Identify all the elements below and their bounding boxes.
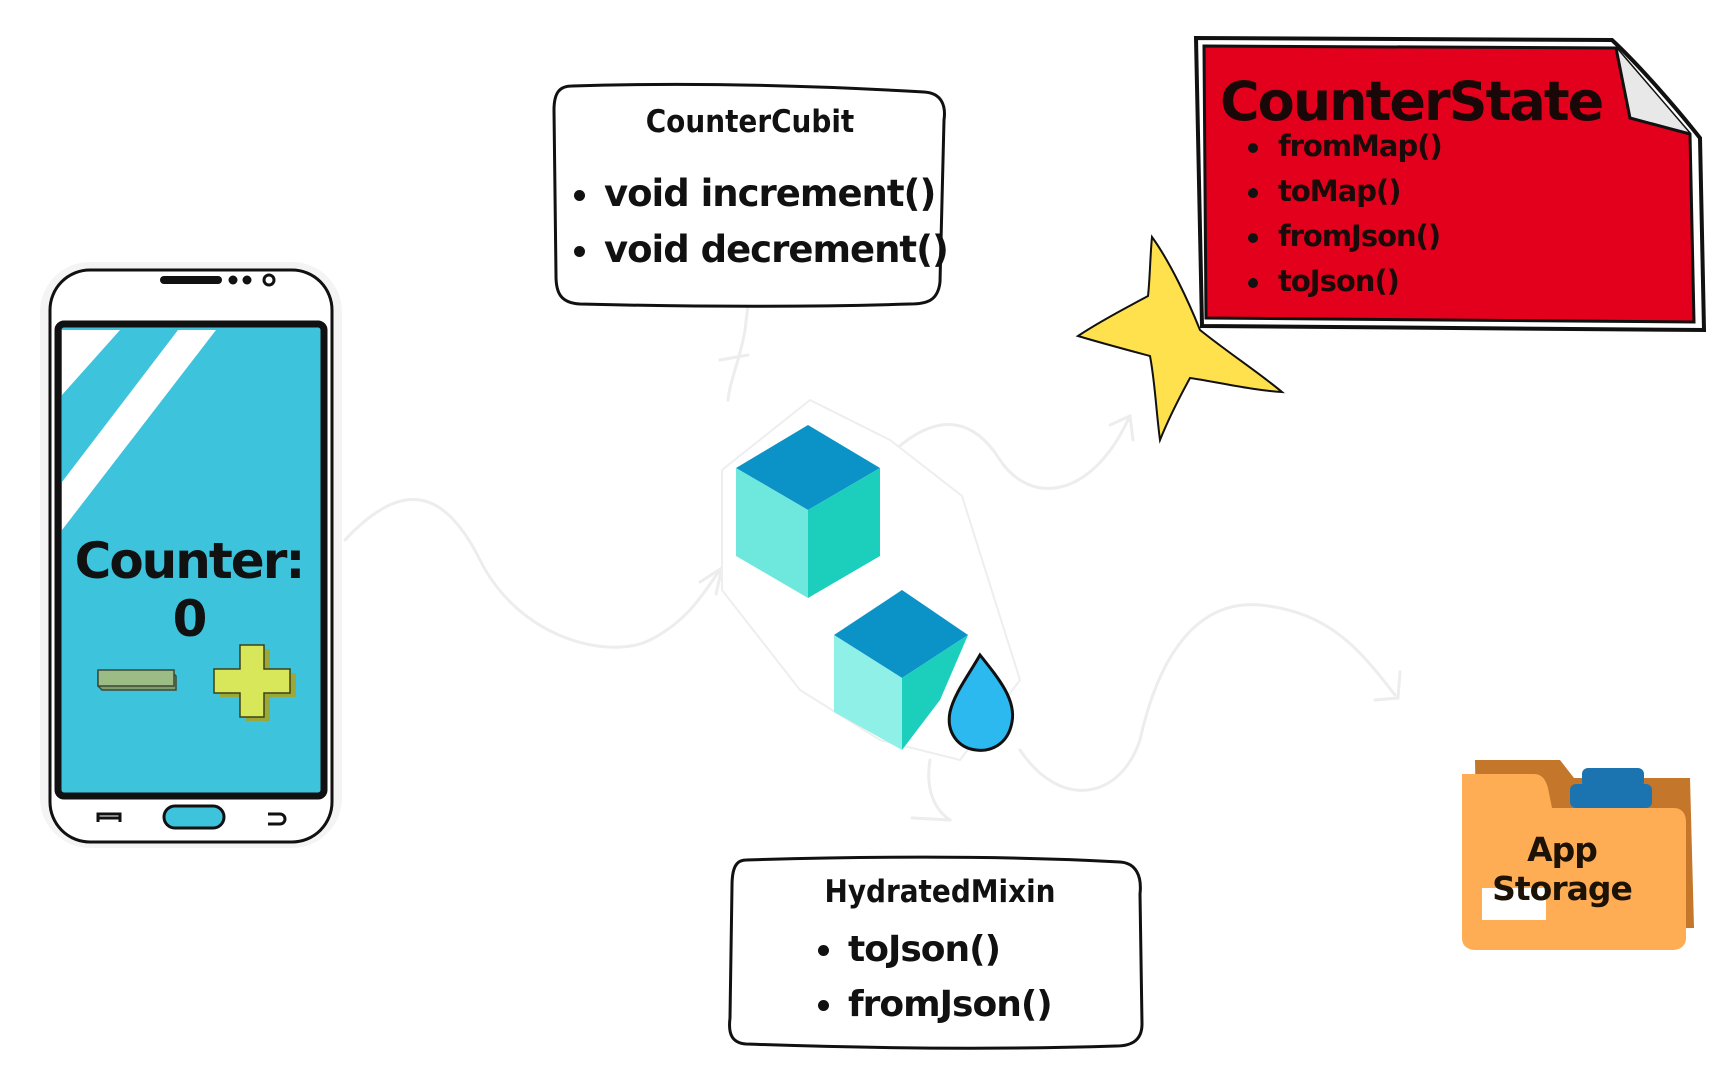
- water-drop-icon: [947, 652, 1015, 752]
- counter-label: Counter: 0: [74, 532, 306, 648]
- connector-cubes-to-state: [893, 413, 1135, 490]
- method-to-json: toJson(): [818, 922, 1052, 977]
- phone-speaker-icon: [160, 276, 222, 284]
- counter-cubit-title: CounterCubit: [645, 104, 855, 140]
- method-decrement: void decrement(): [574, 222, 949, 278]
- folder-label-tab: [1482, 888, 1546, 920]
- phone-menu-icon: [96, 812, 122, 822]
- folder-icon: [1462, 760, 1694, 950]
- connector-phone-to-cubit: [343, 498, 725, 649]
- increment-button[interactable]: [213, 644, 296, 721]
- hydrated-mixin-title: HydratedMixin: [824, 874, 1056, 910]
- method-to-json: toJson(): [1248, 259, 1442, 304]
- method-increment: void increment(): [574, 166, 948, 222]
- hydrated-mixin-methods: toJson() fromJson(): [818, 922, 1053, 1032]
- hydrated-bloc-cubes-icon: [721, 398, 1022, 762]
- method-from-json: fromJson(): [818, 977, 1053, 1032]
- method-to-map: toMap(): [1248, 169, 1442, 214]
- app-storage-label: App Storage: [1492, 830, 1633, 908]
- hydrated-mixin-card: [728, 855, 1144, 1050]
- counter-state-card: [1193, 35, 1707, 333]
- counter-cubit-methods: void increment() void decrement(): [574, 166, 949, 278]
- method-from-map: fromMap(): [1248, 124, 1443, 169]
- star-icon: [1075, 234, 1285, 444]
- connector-cubit-to-cubes: [718, 303, 750, 402]
- decrement-button[interactable]: [97, 669, 177, 691]
- method-from-json: fromJson(): [1248, 214, 1442, 259]
- counter-state-title: CounterState: [1220, 70, 1604, 133]
- phone-home-button: [162, 804, 226, 830]
- phone-illustration: [40, 262, 342, 848]
- counter-cubit-card: [552, 82, 946, 308]
- connector-cubes-to-hydrated: [910, 758, 952, 822]
- phone-back-icon: [268, 812, 287, 826]
- connector-drop-to-storage: [1018, 603, 1402, 792]
- counter-state-methods: fromMap() toMap() fromJson() toJson(): [1248, 124, 1443, 304]
